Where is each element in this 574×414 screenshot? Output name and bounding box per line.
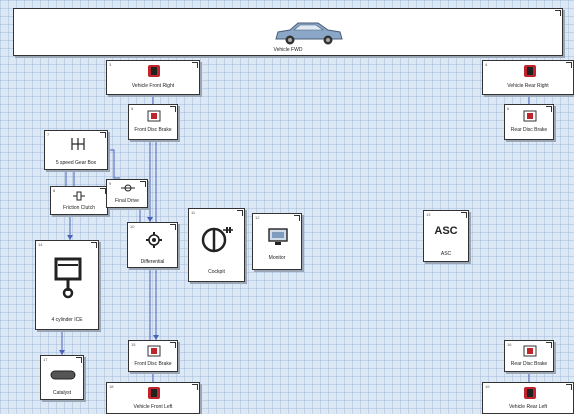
block-corner-marker — [461, 212, 467, 218]
block-number: 11 — [191, 210, 196, 215]
vehicle-rear-left-label: Vehicle Rear Left — [508, 404, 548, 410]
vehicle-front-left-label: Vehicle Front Left — [133, 404, 173, 410]
block-number: 14 — [38, 242, 43, 247]
rear-disc-brake-left-block[interactable]: 16 Rear Disc Brake — [504, 340, 554, 372]
vehicle-block[interactable]: Vehicle FWD — [13, 8, 563, 56]
gear-box-block[interactable]: 7 5 speed Gear Box — [44, 130, 108, 170]
monitor-label: Monitor — [268, 255, 286, 261]
block-number: 9 — [109, 181, 112, 186]
vehicle-front-right-block[interactable]: 3 Vehicle Front Right — [106, 60, 200, 95]
monitor-icon — [268, 228, 288, 245]
vehicle-rear-right-label: Vehicle Rear Right — [507, 83, 549, 89]
rear-disc-brake-right-block[interactable]: 6 Rear Disc Brake — [504, 104, 554, 140]
vehicle-front-right-label: Vehicle Front Right — [131, 83, 175, 89]
block-number: 13 — [426, 212, 431, 217]
ice-engine-label: 4 cylinder ICE — [51, 317, 83, 323]
block-corner-marker — [140, 181, 146, 187]
vehicle-rear-left-block[interactable]: 19 Vehicle Rear Left — [482, 382, 574, 414]
car-icon — [275, 22, 343, 45]
catalyst-icon — [50, 370, 76, 380]
front-disc-brake-left-block[interactable]: 15 Front Disc Brake — [128, 340, 178, 372]
vehicle-rear-right-block[interactable]: 4 Vehicle Rear Right — [482, 60, 574, 95]
friction-clutch-label: Friction Clutch — [63, 205, 95, 211]
block-corner-marker — [170, 224, 176, 230]
final-drive-block[interactable]: 9 Final Drive — [106, 179, 148, 208]
block-number: 16 — [507, 342, 512, 347]
block-corner-marker — [170, 106, 176, 112]
block-corner-marker — [546, 342, 552, 348]
clutch-icon — [73, 191, 85, 201]
piston-icon — [54, 257, 82, 299]
ice-engine-block[interactable]: 14 4 cylinder ICE — [35, 240, 99, 330]
steering-wheel-icon — [201, 227, 233, 253]
vehicle-front-left-block[interactable]: 18 Vehicle Front Left — [106, 382, 200, 414]
block-number: 6 — [507, 106, 510, 111]
gear-box-label: 5 speed Gear Box — [55, 160, 97, 166]
brake-icon — [147, 345, 161, 357]
block-corner-marker — [192, 62, 198, 68]
wheel-icon — [524, 65, 536, 77]
differential-label: Differential — [140, 259, 165, 265]
block-corner-marker — [192, 384, 198, 390]
vehicle-block-label: Vehicle FWD — [273, 47, 303, 53]
block-number: 5 — [131, 106, 134, 111]
rear-disc-brake-left-label: Rear Disc Brake — [510, 361, 548, 367]
front-disc-brake-right-label: Front Disc Brake — [134, 127, 172, 133]
wheel-icon — [524, 387, 536, 399]
asc-icon: ASC — [434, 225, 458, 237]
monitor-block[interactable]: 12 Monitor — [252, 213, 302, 270]
differential-gear-icon — [146, 232, 162, 248]
final-drive-label: Final Drive — [115, 198, 139, 204]
block-number: 12 — [255, 215, 260, 220]
rear-disc-brake-right-label: Rear Disc Brake — [510, 127, 548, 133]
block-number: 10 — [130, 224, 135, 229]
block-corner-marker — [546, 106, 552, 112]
block-number: 18 — [109, 384, 114, 389]
final-drive-icon — [121, 184, 135, 192]
brake-icon — [523, 345, 537, 357]
cockpit-block[interactable]: 11 Cockpit — [188, 208, 245, 282]
gear-shift-icon — [71, 138, 85, 150]
block-corner-marker — [170, 342, 176, 348]
block-number: 8 — [53, 188, 56, 193]
block-number: 4 — [485, 62, 488, 67]
block-corner-marker — [566, 384, 572, 390]
wheel-icon — [148, 387, 160, 399]
front-disc-brake-left-label: Front Disc Brake — [134, 361, 172, 367]
front-disc-brake-right-block[interactable]: 5 Front Disc Brake — [128, 104, 178, 140]
brake-icon — [147, 110, 161, 122]
wheel-icon — [148, 65, 160, 77]
block-corner-marker — [91, 242, 97, 248]
block-number: 7 — [47, 132, 50, 137]
block-corner-marker — [100, 188, 106, 194]
block-number: 3 — [109, 62, 112, 67]
block-corner-marker — [100, 132, 106, 138]
cockpit-label: Cockpit — [208, 269, 225, 275]
block-corner-marker — [76, 357, 82, 363]
block-corner-marker — [555, 10, 561, 16]
block-number: 19 — [485, 384, 490, 389]
differential-block[interactable]: 10 Differential — [127, 222, 178, 268]
catalyst-block[interactable]: 17 Catalyst — [40, 355, 84, 400]
block-corner-marker — [237, 210, 243, 216]
block-corner-marker — [294, 215, 300, 221]
friction-clutch-block[interactable]: 8 Friction Clutch — [50, 186, 108, 215]
block-number: 15 — [131, 342, 136, 347]
block-corner-marker — [566, 62, 572, 68]
catalyst-label: Catalyst — [52, 390, 72, 396]
block-number: 17 — [43, 357, 48, 362]
asc-label: ASC — [440, 251, 452, 257]
asc-block[interactable]: 13 ASC ASC — [423, 210, 469, 262]
brake-icon — [523, 110, 537, 122]
